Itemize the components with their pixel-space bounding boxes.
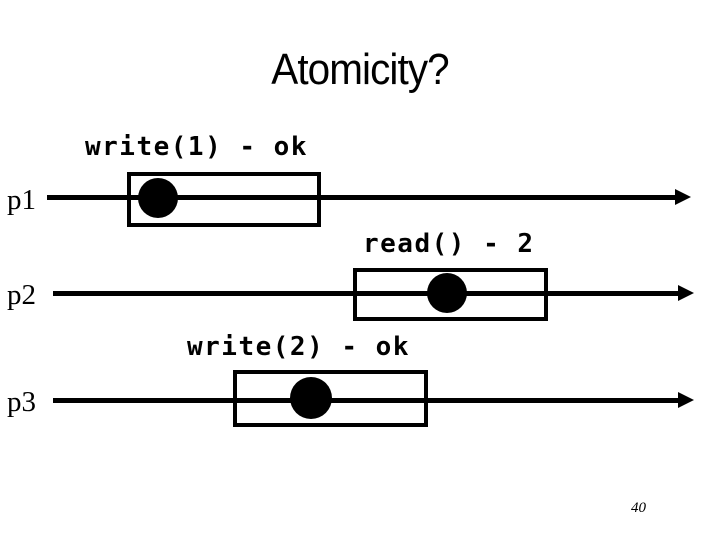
operation-dot-p2 — [427, 273, 467, 313]
operation-box-p3 — [233, 370, 428, 427]
slide-title: Atomicity? — [271, 45, 449, 94]
operation-box-p2 — [353, 268, 548, 321]
operation-dot-p3 — [290, 377, 332, 419]
timeline-line-p3 — [53, 398, 680, 403]
process-label-p2: p2 — [7, 279, 36, 311]
process-label-p3: p3 — [7, 386, 36, 418]
process-label-p1: p1 — [7, 184, 36, 216]
operation-box-p1 — [127, 172, 321, 227]
timeline-line-p2 — [53, 291, 680, 296]
operation-label-write1: write(1) - ok — [85, 132, 308, 162]
operation-label-write2: write(2) - ok — [187, 332, 410, 362]
arrowhead-icon-p2 — [678, 285, 694, 301]
timeline-line-p1 — [47, 195, 677, 200]
operation-dot-p1 — [138, 178, 178, 218]
page-number: 40 — [631, 500, 646, 516]
arrowhead-icon-p1 — [675, 189, 691, 205]
operation-label-read: read() - 2 — [363, 229, 535, 259]
arrowhead-icon-p3 — [678, 392, 694, 408]
